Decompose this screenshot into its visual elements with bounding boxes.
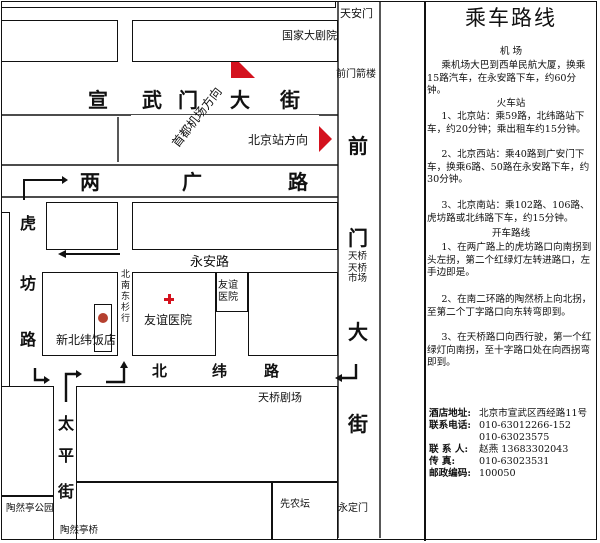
label-youyi-hospital: 友谊医院 (144, 313, 193, 327)
drive-1: 1、在两广路上的虎坊路口向南拐到头左拐，第二个红绿灯左转进路口，左手边即是。 (427, 242, 592, 279)
road-qianmen-2: 门 (348, 226, 368, 250)
label-xinbeiwei-hotel: 新北纬饭店 (56, 333, 117, 347)
label-qianmen-jianlou: 前门箭楼 (336, 69, 376, 80)
label-youyi-hospital-small: 友谊 医院 (218, 280, 238, 303)
hotel-marker (94, 304, 112, 352)
road-taiping-1: 太 (58, 414, 75, 433)
label-yongdingmen: 永定门 (338, 503, 368, 514)
road-lianguang-2: 广 (182, 170, 202, 194)
drive-heading: 开车路线 (491, 228, 531, 239)
road-qianmen-4: 街 (348, 412, 368, 436)
road-xuanwumen-3: 门 (178, 88, 198, 112)
label-taoranting-park: 陶然亭公园 (6, 503, 54, 514)
road-qianmen-1: 前 (348, 134, 368, 158)
label-station-direction: 北京站方向 (248, 133, 309, 147)
railway-heading: 火车站 (496, 98, 526, 109)
road-beiwei-1: 北 (152, 362, 168, 380)
hotel-icon (98, 313, 108, 323)
road-hufang-1: 虎 (20, 214, 37, 233)
panel-divider (424, 1, 426, 541)
road-xuanwumen-1: 宣 (88, 88, 108, 112)
panel-title: 乘车路线 (465, 6, 557, 30)
label-tianqiao-juchang: 天桥剧场 (258, 391, 302, 404)
railway-3: 3、北京南站：乘102路、106路、虎坊路或北纬路下车，约15分钟。 (427, 200, 590, 224)
road-xuanwumen-5: 街 (280, 88, 300, 112)
route-map: 宣 武 门 大 街 两 广 路 前 门 大 街 虎 坊 路 太 平 街 北 纬 … (2, 2, 425, 539)
label-taoranting-bridge: 陶然亭桥 (60, 525, 99, 536)
road-xuanwumen-4: 大 (230, 88, 250, 112)
label-tianqiao-shichang: 天桥 市场 (348, 263, 368, 284)
road-nanshi: 北 南 东 杉 行 (121, 270, 131, 324)
road-lianguang-1: 两 (80, 170, 100, 194)
road-beiwei-3: 路 (264, 362, 280, 380)
road-yongan: 永安路 (190, 255, 230, 270)
road-qianmen-3: 大 (348, 320, 368, 344)
label-xiannongtan: 先农坛 (280, 499, 310, 510)
road-hufang-2: 坊 (20, 274, 37, 293)
railway-2: 2、北京西站：乘40路到广安门下车，换乘6路、50路在永安路下车，约30分钟。 (427, 149, 590, 186)
road-taiping-3: 街 (58, 482, 75, 501)
label-tiananmen: 天安门 (340, 7, 373, 20)
road-lianguang-3: 路 (288, 170, 308, 194)
airport-text: 乘机场大巴到西单民航大厦，换乘15路汽车，在永安路下车，约60分钟。 (427, 60, 586, 97)
label-tianqiao: 天桥 (348, 251, 368, 262)
railway-1: 1、北京站：乘59路，北纬路站下车，约20分钟；乘出租车约15分钟。 (427, 111, 586, 135)
hospital-icon (164, 294, 174, 304)
road-hufang-3: 路 (20, 330, 37, 349)
road-xuanwumen-2: 武 (142, 88, 162, 112)
directions-panel: 乘车路线 机 场 乘机场大巴到西单民航大厦，换乘15路汽车，在永安路下车，约60… (427, 4, 595, 538)
drive-2: 2、在南二环路的陶然桥上向北拐，至第二个丁字路口向东转弯即到。 (427, 294, 592, 318)
drive-3: 3、在天桥路口向西行驶，第一个红绿灯向南拐，至十字路口处在向西拐弯即到。 (427, 332, 592, 369)
airport-heading: 机 场 (499, 46, 523, 57)
road-taiping-2: 平 (58, 446, 75, 465)
label-guojia-dajuyuan: 国家大剧院 (282, 29, 337, 42)
road-beiwei-2: 纬 (212, 362, 228, 380)
